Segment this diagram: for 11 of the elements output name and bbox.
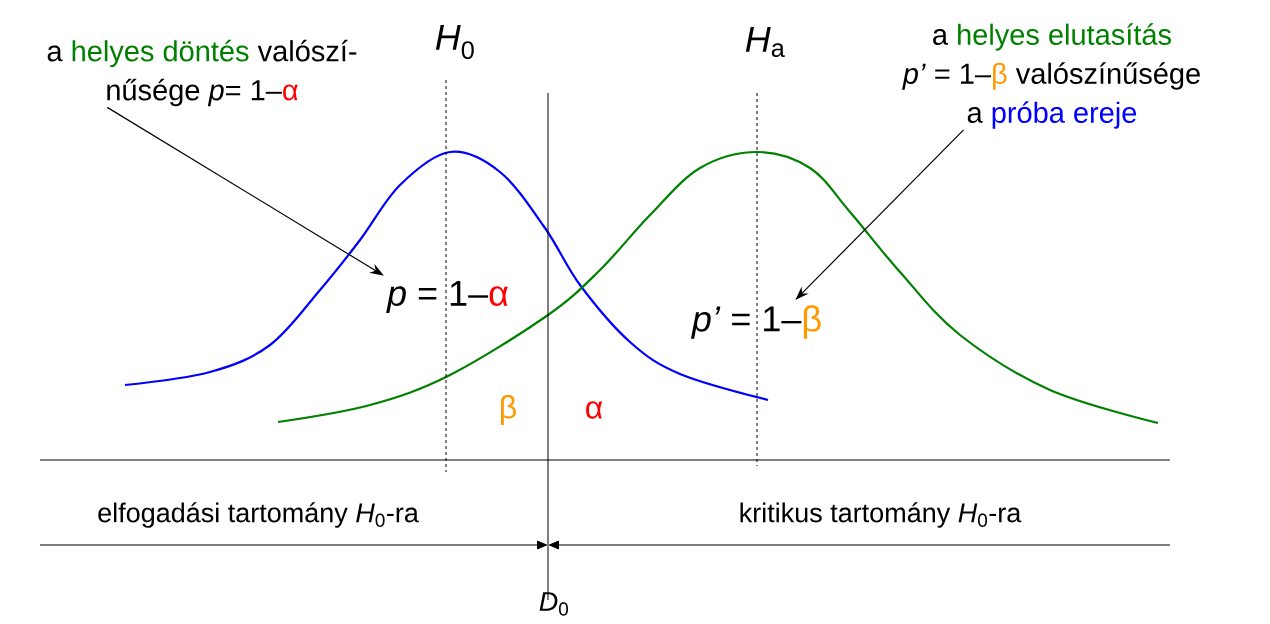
area-label: α [586, 401, 603, 419]
area-label: β [501, 395, 516, 425]
formula-label: p’ = 1–β [691, 305, 821, 339]
annotation-text: a helyes elutasítás p’ = 1–β valószínűsége a próba ereje [902, 23, 1200, 129]
annotation-text: a helyes döntés valószí- nűsége p= 1–α [47, 39, 357, 107]
region-label: kritikus tartomány H$_{0}$-ra [740, 502, 1022, 528]
axis-label: H$_{a}$ [745, 27, 785, 57]
axis-label: H$_{0}$ [435, 25, 474, 59]
axis-label: D$_{0}$ [539, 592, 568, 616]
formula-label: p = 1–α [386, 280, 508, 314]
region-label: elfogadási tartomány H$_{0}$-ra [98, 502, 419, 528]
